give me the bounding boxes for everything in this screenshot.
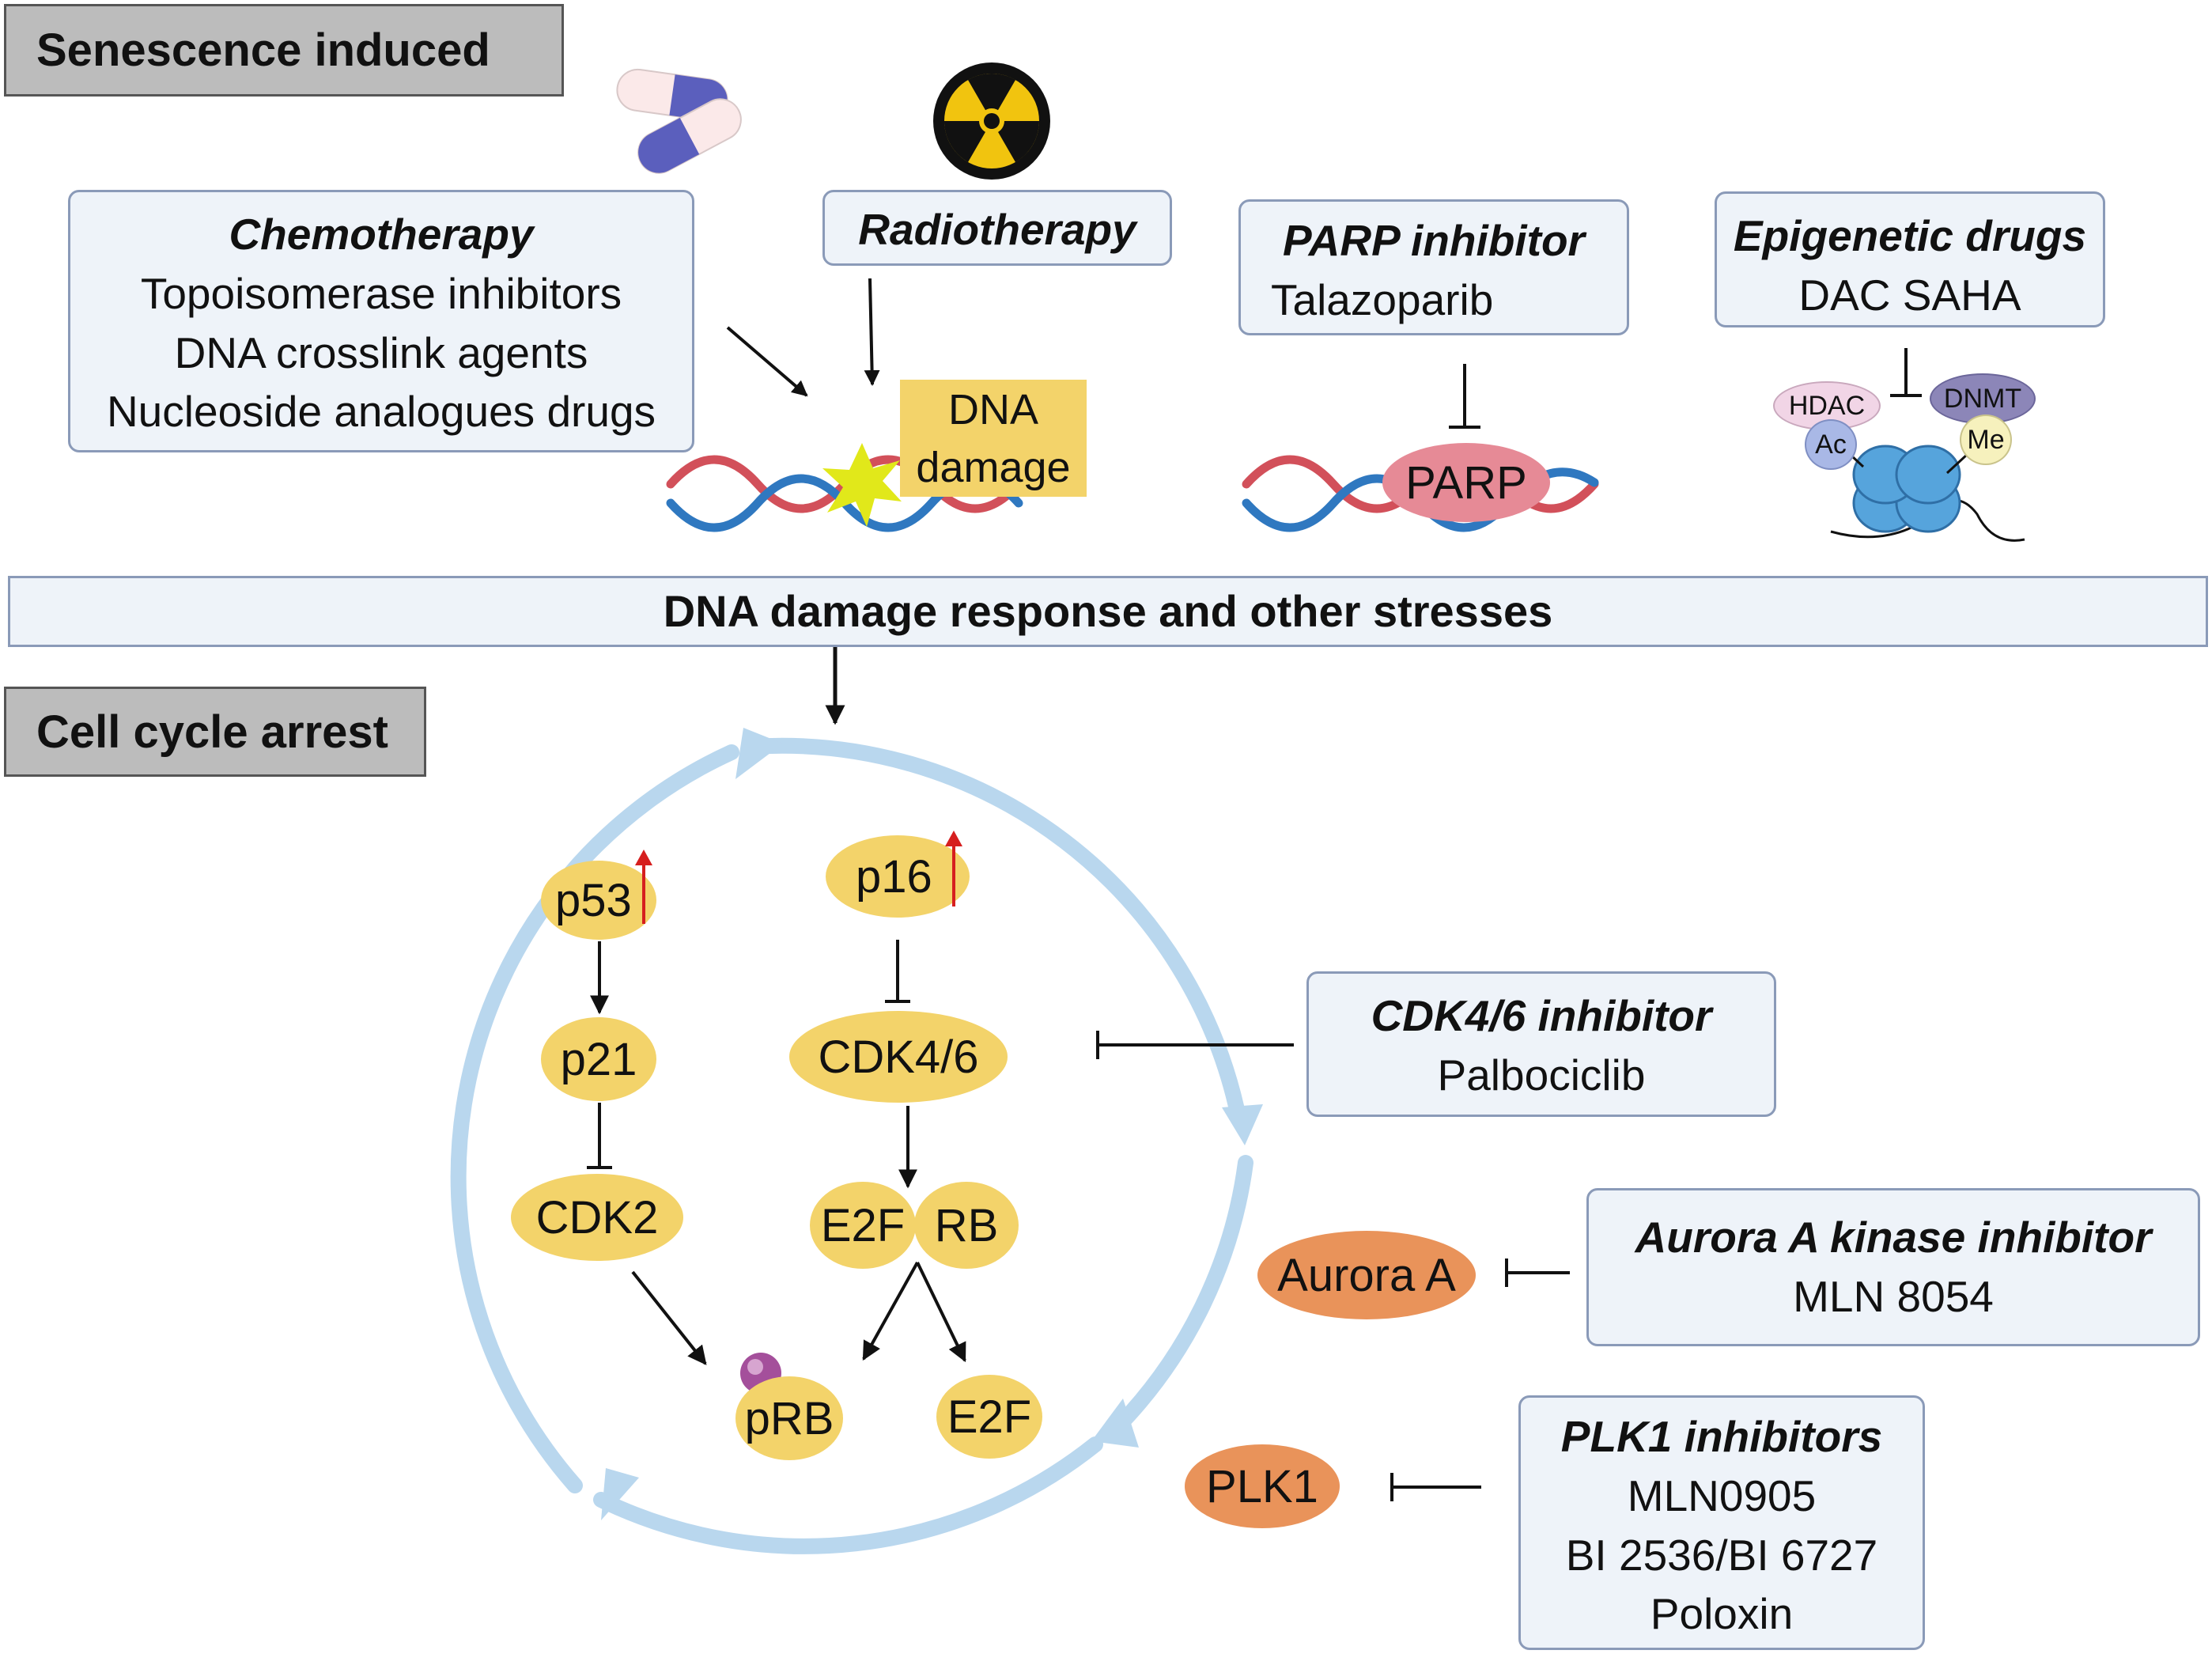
cdk46-node: CDK4/6 (789, 1011, 1008, 1103)
chemotherapy-box: Chemotherapy Topoisomerase inhibitors DN… (68, 190, 694, 452)
p53-up-arrow (635, 850, 652, 924)
plk1-node: PLK1 (1185, 1444, 1340, 1528)
aurora-inhibitor-box: Aurora A kinase inhibitor MLN 8054 (1586, 1188, 2200, 1346)
chemotherapy-item: Nucleoside analogues drugs (106, 387, 656, 437)
chemotherapy-item: Topoisomerase inhibitors (140, 268, 622, 318)
parp-inhibitor-item: Talazoparib (1271, 274, 1494, 324)
radio-arrow (864, 278, 880, 386)
cdk2-node: CDK2 (511, 1174, 683, 1261)
chemotherapy-item: DNA crosslink agents (174, 327, 588, 377)
p21-node: p21 (541, 1017, 656, 1101)
cell-cycle-arrowheads (601, 728, 1263, 1520)
nucleosome-icon (1830, 443, 2025, 542)
chemo-arrow (726, 326, 808, 397)
epigenetic-title: Epigenetic drugs (1733, 211, 2087, 260)
aurora-a-node: Aurora A (1257, 1231, 1476, 1319)
plk1-inhibitors-title: PLK1 inhibitors (1560, 1412, 1883, 1461)
me-mark: Me (1960, 414, 2012, 465)
parp-inhibitor-title: PARP inhibitor (1283, 216, 1585, 265)
inhibitor-bars (1096, 1031, 1570, 1501)
pathway-arrows (587, 940, 966, 1365)
radiotherapy-box: Radiotherapy (822, 190, 1172, 266)
chemotherapy-title: Chemotherapy (229, 210, 534, 259)
section-cell-cycle-arrest: Cell cycle arrest (4, 687, 426, 777)
cdk46-inhibitor-title: CDK4/6 inhibitor (1371, 991, 1712, 1040)
plk1-inhibitor-item: Poloxin (1650, 1589, 1794, 1639)
damage-star-icon (822, 443, 902, 527)
epigenetic-drugs-box: Epigenetic drugs DAC SAHA (1715, 191, 2105, 327)
cell-cycle-circle (450, 737, 1253, 1554)
parp-node: PARP (1382, 443, 1550, 522)
cdk46-inhibitor-item: Palbociclib (1437, 1050, 1646, 1100)
dna-damage-line: DNA (947, 386, 1038, 433)
e2f-free-node: E2F (936, 1375, 1042, 1459)
ac-mark: Ac (1805, 419, 1857, 470)
radiation-icon (933, 62, 1050, 180)
aurora-inhibitor-item: MLN 8054 (1793, 1271, 1994, 1321)
parp-inhibitor-box: PARP inhibitor Talazoparib (1238, 199, 1629, 335)
section-senescence-induced: Senescence induced (4, 4, 564, 97)
dna-damage-label: DNA damage (900, 380, 1087, 497)
dna-damage-line: damage (916, 443, 1071, 491)
e2f-node: E2F (810, 1182, 916, 1269)
p53-node: p53 (541, 861, 656, 940)
radiotherapy-title: Radiotherapy (858, 205, 1136, 254)
parp-inhibition-line (1449, 364, 1480, 429)
p16-up-arrow (945, 831, 962, 906)
epigenetic-item: DAC SAHA (1798, 270, 2021, 320)
p16-node: p16 (826, 835, 970, 918)
plk1-inhibitor-item: MLN0905 (1627, 1470, 1817, 1520)
aurora-inhibitor-title: Aurora A kinase inhibitor (1635, 1213, 2152, 1262)
plk1-inhibitor-item: BI 2536/BI 6727 (1565, 1530, 1878, 1580)
plk1-inhibitors-box: PLK1 inhibitors MLN0905 BI 2536/BI 6727 … (1518, 1395, 1925, 1650)
prb-node: pRB (735, 1376, 843, 1460)
rb-node: RB (914, 1182, 1019, 1269)
dna-damage-response-banner: DNA damage response and other stresses (8, 576, 2208, 647)
cdk46-inhibitor-box: CDK4/6 inhibitor Palbociclib (1306, 971, 1776, 1117)
epigenetic-inhibition-line (1890, 348, 1922, 397)
capsule-icon (616, 68, 742, 174)
